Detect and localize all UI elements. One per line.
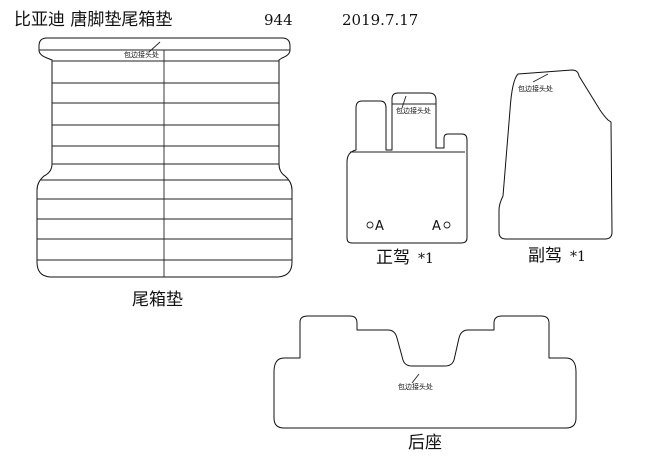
passenger-mat-label: 副驾 xyxy=(528,246,562,266)
trunk-mat-label: 尾箱垫 xyxy=(132,290,183,310)
seam-pointer xyxy=(411,373,420,384)
anchor-marker: A xyxy=(375,219,384,234)
driver-mat-quantity: *1 xyxy=(418,251,434,267)
anchor-marker: A xyxy=(432,219,441,234)
passenger-mat-quantity: *1 xyxy=(570,249,586,265)
seam-note: 包边接头处 xyxy=(396,106,431,115)
passenger-mat-outline xyxy=(498,69,613,240)
anchor-hole-icon xyxy=(366,221,374,229)
trunk-mat: 包边接头处 xyxy=(36,37,293,278)
rear-mat-outline xyxy=(273,315,577,429)
anchor-hole-icon xyxy=(443,221,451,229)
trunk-mat-outline xyxy=(36,37,293,278)
rear-mat: 包边接头处 xyxy=(273,315,577,429)
driver-mat: 包边接头处 A A xyxy=(346,92,468,244)
driver-mat-label: 正驾 xyxy=(376,248,410,268)
seam-pointer xyxy=(401,95,407,109)
seam-note: 包边接头处 xyxy=(398,382,433,391)
model-code: 944 xyxy=(264,11,293,29)
seam-pointer xyxy=(148,41,161,53)
drawing-date: 2019.7.17 xyxy=(342,11,418,29)
passenger-mat: 包边接头处 xyxy=(498,69,613,240)
seam-note: 包边接头处 xyxy=(124,50,159,59)
seam-note: 包边接头处 xyxy=(518,84,553,93)
seam-pointer xyxy=(532,73,549,83)
drawing-title: 比亚迪 唐脚垫尾箱垫 xyxy=(14,9,172,30)
rear-mat-label: 后座 xyxy=(408,433,442,453)
driver-mat-outline xyxy=(346,92,468,244)
